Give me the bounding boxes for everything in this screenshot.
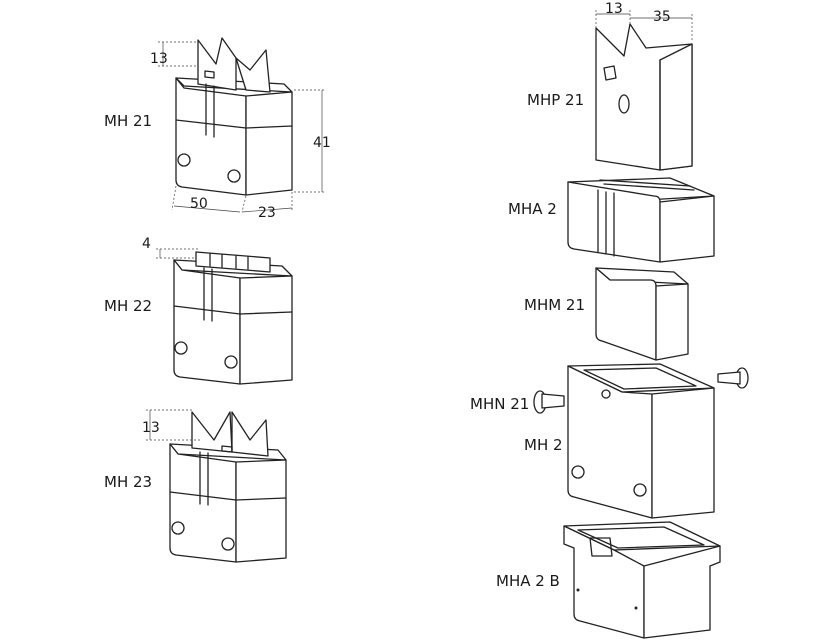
label-mhm21: MHM 21 — [524, 296, 585, 314]
label-mhp21: MHP 21 — [527, 91, 584, 109]
label-mha2: MHA 2 — [508, 200, 557, 218]
dim-mh23-top: 13 — [142, 420, 160, 436]
mhn21-drawing — [533, 367, 749, 414]
label-mh22: MH 22 — [104, 297, 152, 315]
label-mh23: MH 23 — [104, 473, 152, 491]
mh2-drawing — [567, 363, 715, 519]
mh22-drawing — [156, 248, 293, 385]
dim-mh21-height: 41 — [313, 135, 331, 151]
dim-mh22-top: 4 — [142, 236, 151, 252]
label-mha2b: MHA 2 B — [496, 572, 560, 590]
dim-mh21-length: 50 — [190, 196, 208, 212]
mhp21-drawing — [595, 10, 693, 171]
mh21-drawing — [158, 37, 326, 213]
mh23-drawing — [146, 409, 287, 563]
dim-mh21-top: 13 — [150, 51, 168, 67]
dim-mhp21-b: 35 — [653, 9, 671, 25]
label-mh21: MH 21 — [104, 112, 152, 130]
mha2b-drawing — [563, 521, 721, 639]
mhm21-drawing — [595, 267, 689, 361]
label-mh2: MH 2 — [524, 436, 563, 454]
dim-mh21-depth: 23 — [258, 205, 276, 221]
mha2-drawing — [567, 177, 715, 263]
label-mhn21: MHN 21 — [470, 395, 529, 413]
dim-mhp21-a: 13 — [605, 1, 623, 17]
